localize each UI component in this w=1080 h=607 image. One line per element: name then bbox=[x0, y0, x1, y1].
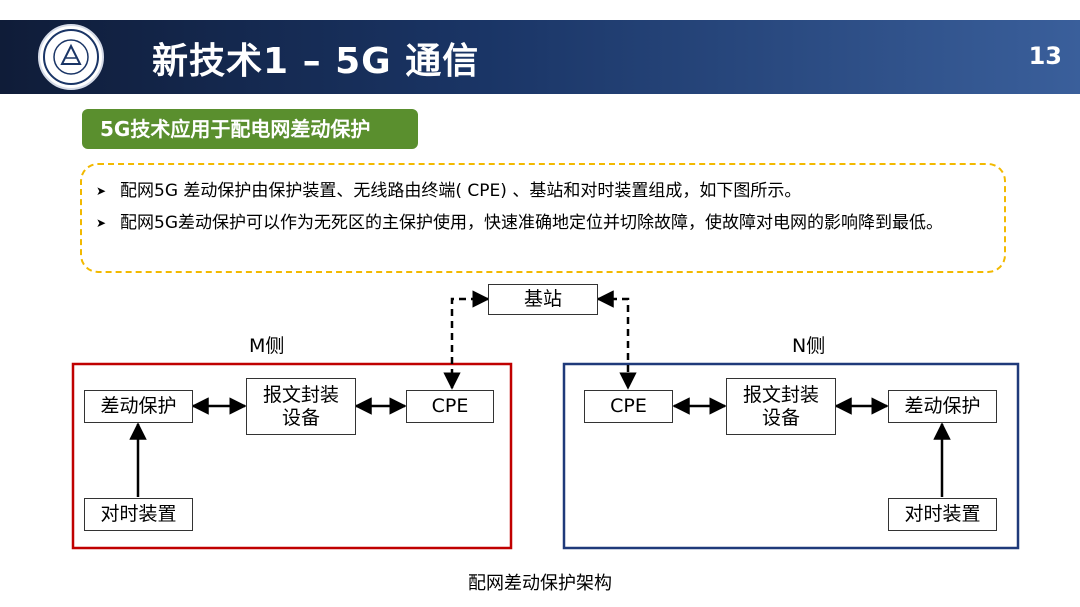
m-timing-device-box: 对时装置 bbox=[84, 498, 193, 531]
bullet-panel: ➤ 配网5G 差动保护由保护装置、无线路由终端( CPE) 、基站和对时装置组成… bbox=[80, 163, 1006, 273]
m-cpe-base-link bbox=[443, 290, 490, 390]
page-number: 13 bbox=[1028, 42, 1062, 70]
bullet-text: 配网5G差动保护可以作为无死区的主保护使用，快速准确地定位并切除故障，使故障对电… bbox=[120, 213, 943, 233]
m-encapsulation-device-box: 报文封装 设备 bbox=[246, 378, 356, 435]
university-seal-icon bbox=[38, 24, 104, 90]
m-differential-protection-box: 差动保护 bbox=[84, 390, 193, 423]
page-title: 新技术1 – 5G 通信 bbox=[152, 41, 480, 82]
arrow-bullet-icon: ➤ bbox=[96, 184, 107, 198]
diagram-caption: 配网差动保护架构 bbox=[468, 573, 612, 594]
arrow-bullet-icon: ➤ bbox=[96, 216, 107, 230]
n-differential-protection-box: 差动保护 bbox=[888, 390, 997, 423]
bullet-text: 配网5G 差动保护由保护装置、无线路由终端( CPE) 、基站和对时装置组成，如… bbox=[120, 181, 802, 201]
n-side-label: N侧 bbox=[792, 335, 826, 357]
m-side-label: M侧 bbox=[249, 335, 285, 357]
n-cpe-base-link bbox=[596, 290, 637, 390]
n-cpe-box: CPE bbox=[584, 390, 673, 423]
title-bar: 新技术1 – 5G 通信 13 bbox=[0, 20, 1080, 94]
section-heading: 5G技术应用于配电网差动保护 bbox=[82, 109, 418, 149]
m-side-frame bbox=[71, 362, 513, 550]
n-timing-device-box: 对时装置 bbox=[888, 498, 997, 531]
m-cpe-box: CPE bbox=[406, 390, 494, 423]
n-side-frame bbox=[562, 362, 1020, 550]
n-encapsulation-device-box: 报文封装 设备 bbox=[726, 378, 836, 435]
base-station-box: 基站 bbox=[488, 284, 598, 315]
